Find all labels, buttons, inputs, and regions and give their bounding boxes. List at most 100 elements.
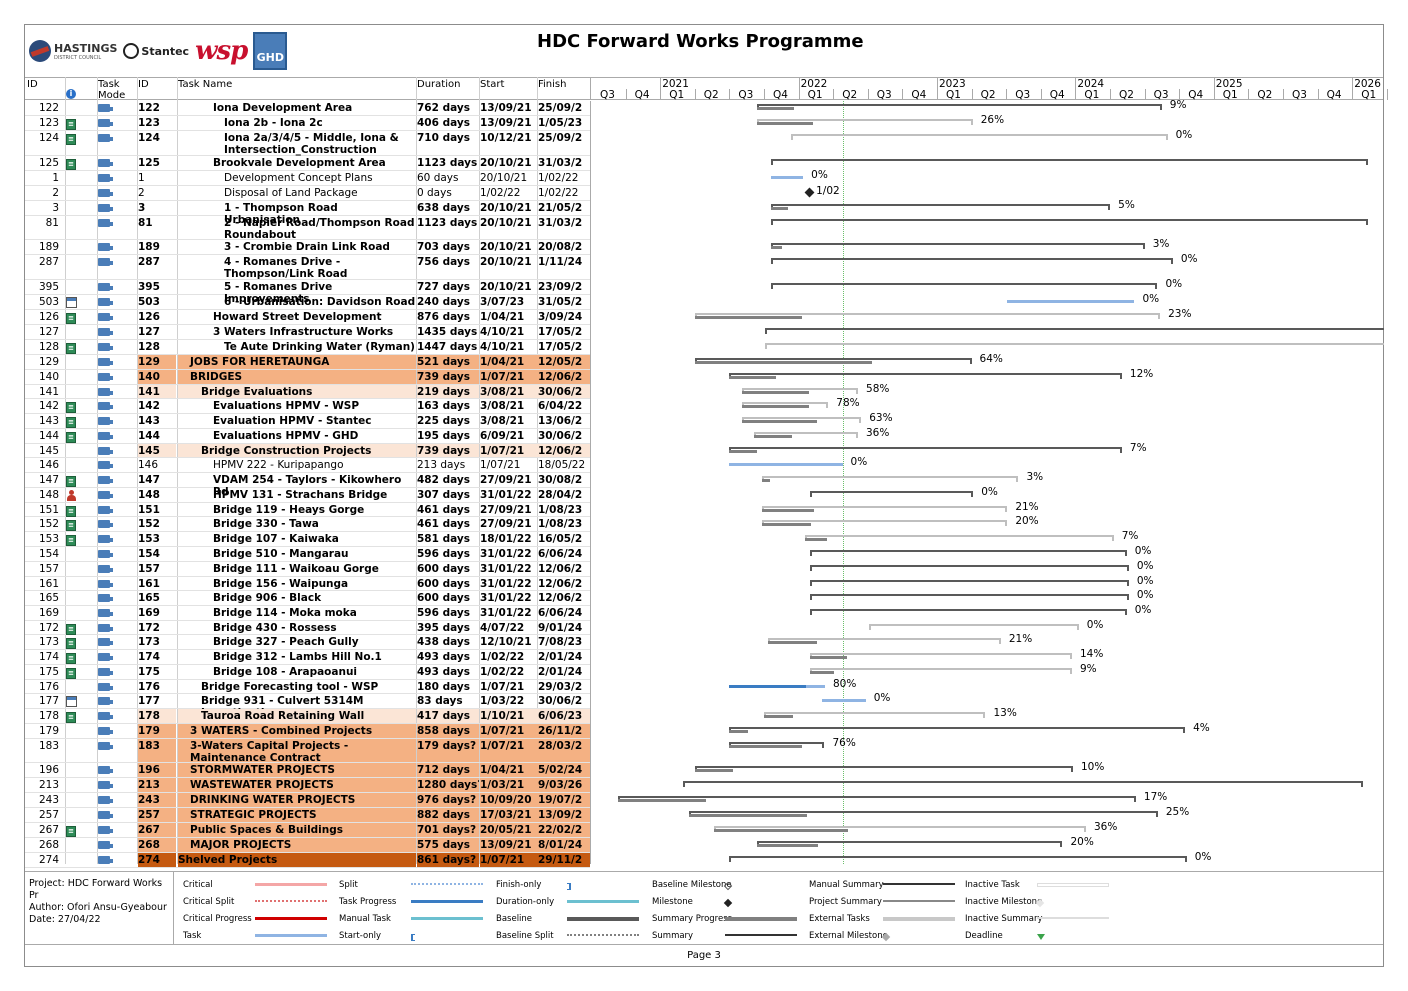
summary-bar[interactable] <box>741 402 829 404</box>
summary-cap[interactable] <box>1126 580 1129 586</box>
summary-progress[interactable] <box>713 829 848 832</box>
summary-bar[interactable] <box>762 506 1008 508</box>
note-icon[interactable]: ≡ <box>66 402 76 413</box>
summary-bar[interactable] <box>729 447 1122 449</box>
summary-bar[interactable] <box>729 856 1187 858</box>
summary-bar[interactable] <box>694 313 1161 315</box>
summary-cap[interactable] <box>810 609 813 615</box>
summary-cap[interactable] <box>1005 506 1008 512</box>
col-task-name[interactable]: Task Name <box>178 79 233 90</box>
summary-bar[interactable] <box>790 134 1168 136</box>
summary-bar[interactable] <box>771 243 1145 245</box>
summary-cap[interactable] <box>1159 104 1162 110</box>
summary-cap[interactable] <box>1183 727 1186 733</box>
summary-bar[interactable] <box>729 373 1122 375</box>
summary-bar[interactable] <box>805 535 1114 537</box>
summary-bar[interactable] <box>741 417 862 419</box>
summary-cap[interactable] <box>1076 624 1079 630</box>
note-icon[interactable]: ≡ <box>66 638 76 649</box>
summary-cap[interactable] <box>969 358 972 364</box>
summary-cap[interactable] <box>810 491 813 497</box>
note-icon[interactable]: ≡ <box>66 506 76 517</box>
summary-bar[interactable] <box>771 204 1111 206</box>
summary-bar[interactable] <box>810 580 1129 582</box>
task-bar[interactable] <box>729 463 843 466</box>
summary-bar[interactable] <box>729 742 825 744</box>
summary-progress[interactable] <box>810 671 834 674</box>
summary-cap[interactable] <box>1111 535 1114 541</box>
summary-cap[interactable] <box>998 638 1001 644</box>
summary-progress[interactable] <box>805 538 827 541</box>
summary-progress[interactable] <box>729 745 802 748</box>
note-icon[interactable]: ≡ <box>66 432 76 443</box>
summary-cap[interactable] <box>1069 653 1072 659</box>
summary-cap[interactable] <box>810 550 813 556</box>
resource-icon[interactable] <box>66 490 76 501</box>
summary-cap[interactable] <box>683 781 686 787</box>
summary-cap[interactable] <box>1126 594 1129 600</box>
summary-bar[interactable] <box>810 668 1072 670</box>
summary-cap[interactable] <box>1126 565 1129 571</box>
col-finish[interactable]: Finish <box>538 79 567 90</box>
summary-cap[interactable] <box>1016 476 1019 482</box>
summary-progress[interactable] <box>757 844 819 847</box>
summary-cap[interactable] <box>810 580 813 586</box>
task-bar[interactable] <box>771 176 804 179</box>
summary-cap[interactable] <box>856 388 859 394</box>
col-start[interactable]: Start <box>480 79 505 90</box>
summary-cap[interactable] <box>855 432 858 438</box>
note-icon[interactable]: ≡ <box>66 313 76 324</box>
summary-cap[interactable] <box>868 624 871 630</box>
summary-cap[interactable] <box>970 119 973 125</box>
note-icon[interactable]: ≡ <box>66 159 76 170</box>
summary-progress[interactable] <box>757 107 794 110</box>
summary-cap[interactable] <box>1005 520 1008 526</box>
summary-cap[interactable] <box>771 219 774 225</box>
summary-cap[interactable] <box>822 742 825 748</box>
summary-progress[interactable] <box>754 435 792 438</box>
summary-bar[interactable] <box>713 826 1086 828</box>
note-icon[interactable]: ≡ <box>66 417 76 428</box>
summary-cap[interactable] <box>1069 668 1072 674</box>
summary-cap[interactable] <box>1083 826 1086 832</box>
summary-cap[interactable] <box>983 712 986 718</box>
task-bar[interactable] <box>821 699 866 702</box>
summary-progress[interactable] <box>741 405 810 408</box>
summary-progress[interactable] <box>694 316 802 319</box>
summary-progress[interactable] <box>729 450 757 453</box>
summary-progress[interactable] <box>771 246 783 249</box>
summary-cap[interactable] <box>771 258 774 264</box>
summary-progress[interactable] <box>762 479 771 482</box>
note-icon[interactable]: ≡ <box>66 653 76 664</box>
summary-bar[interactable] <box>694 766 1073 768</box>
note-icon[interactable]: ≡ <box>66 826 76 837</box>
summary-bar[interactable] <box>771 258 1173 260</box>
